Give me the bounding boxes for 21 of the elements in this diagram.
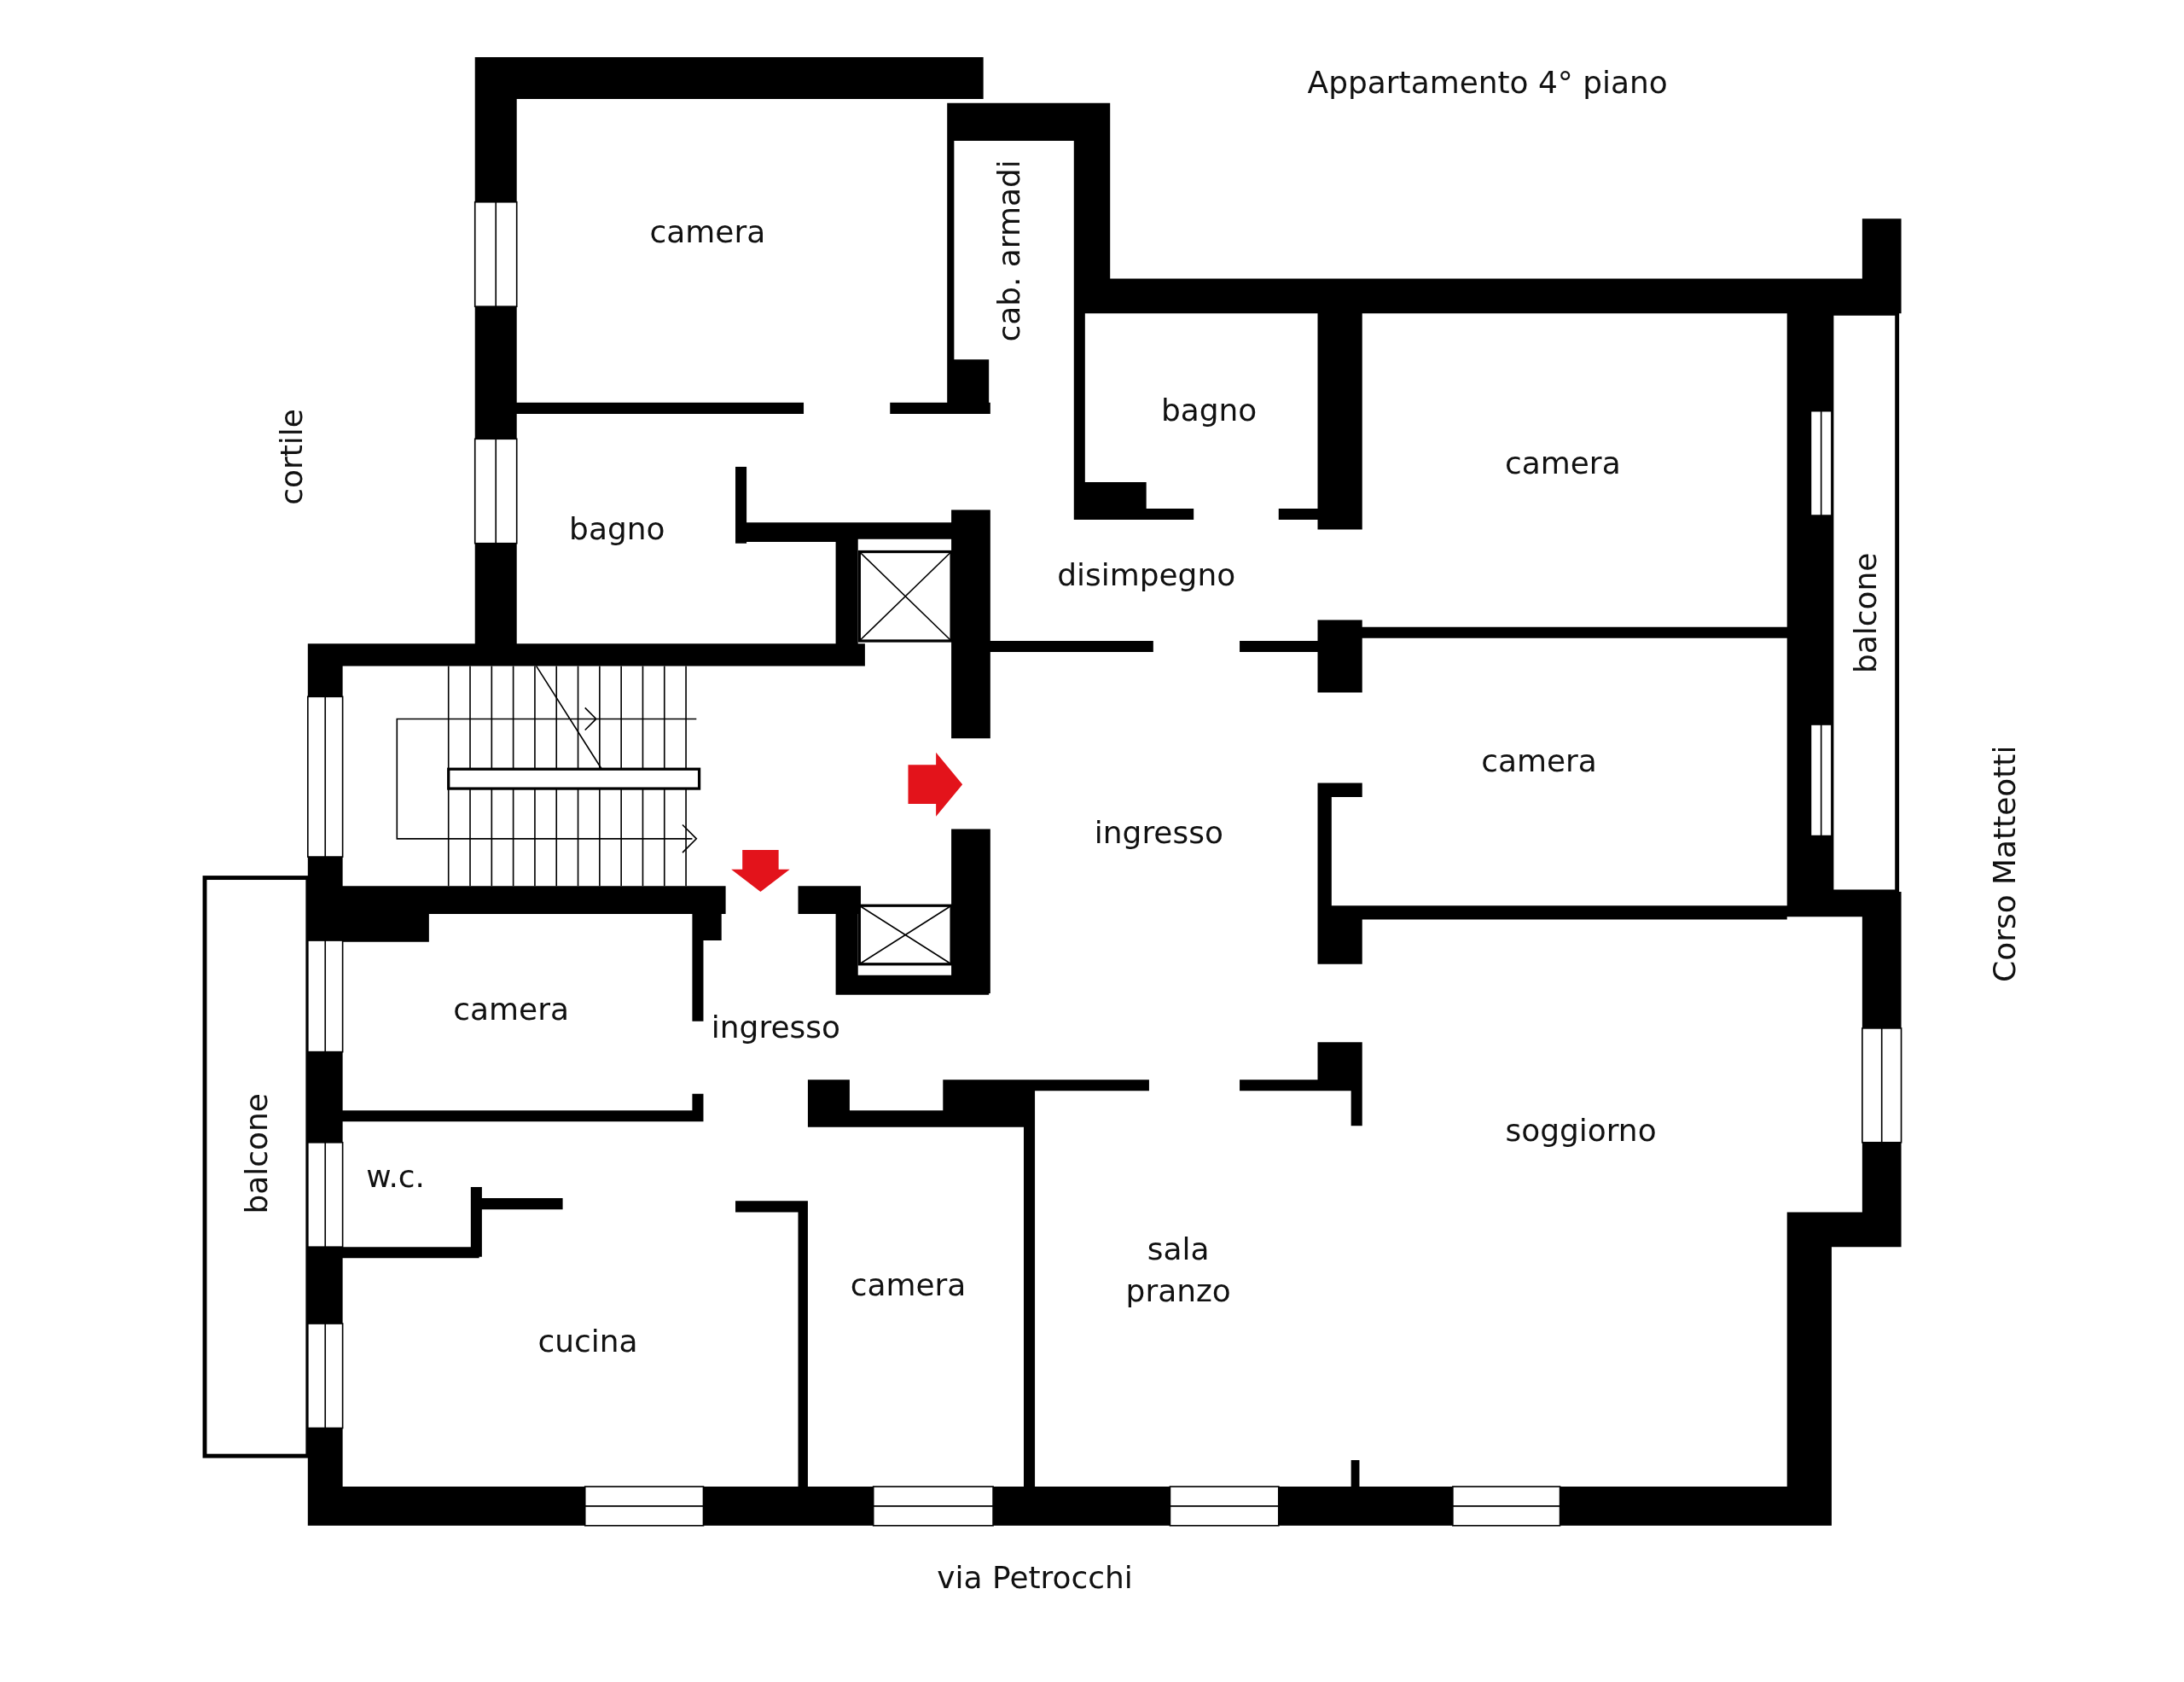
room-label: camera <box>1505 445 1621 483</box>
room-label: bagno <box>1160 392 1258 430</box>
room-label: ingresso <box>1094 814 1223 852</box>
street-label: via Petrocchi <box>937 1559 1133 1598</box>
room-label: disimpegno <box>1057 556 1236 594</box>
room-label: w.c. <box>366 1158 425 1196</box>
street-label: Corso Matteotti <box>1986 745 2024 982</box>
area-label: cortile <box>273 409 311 505</box>
room-label: bagno <box>569 510 665 548</box>
room-label: ingresso <box>711 1009 840 1047</box>
room-label: balcone <box>238 1093 276 1214</box>
room-label: cab. armadi <box>990 160 1028 342</box>
room-label: camera <box>453 991 569 1029</box>
room-label: soggiorno <box>1505 1112 1657 1150</box>
room-label: camera <box>850 1266 967 1305</box>
plan-title: Appartamento 4° piano <box>1307 64 1668 102</box>
room-label: camera <box>1481 742 1597 781</box>
room-label: balcone <box>1847 552 1885 674</box>
room-label: camera <box>649 213 766 252</box>
room-label: sala pranzo <box>1124 1231 1232 1311</box>
room-label: cucina <box>537 1323 638 1360</box>
